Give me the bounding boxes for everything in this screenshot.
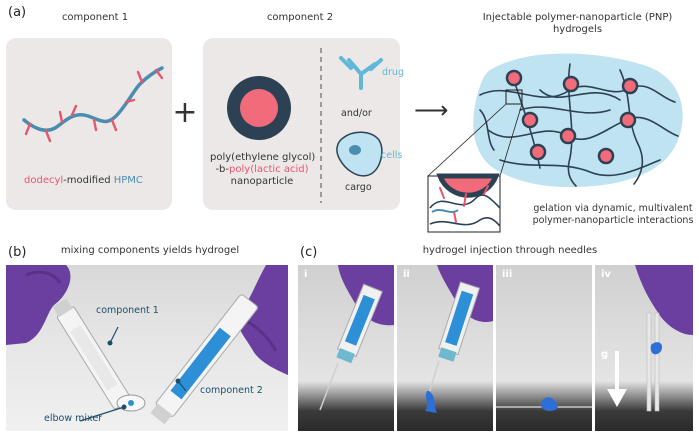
injection-drawing-iv [607, 265, 693, 412]
subpanel-ii-label: ii [403, 269, 410, 280]
component2-photo-label: component 2 [200, 385, 263, 396]
component1-photo-label: component 1 [96, 305, 159, 316]
hpmc-polymer-diagram [22, 66, 164, 143]
component2-title: component 2 [266, 12, 334, 23]
panel-b-title: mixing components yields hydrogel [60, 245, 240, 256]
hydrogel-network-diagram [427, 53, 683, 233]
component1-label: dodecyl-modified HPMC [24, 175, 143, 186]
panel-b-tag: (b) [8, 245, 27, 260]
panel-c-title: hydrogel injection through needles [422, 245, 598, 256]
elbow-mixer-label: elbow mixer [44, 413, 103, 424]
panel-c-tag: (c) [300, 245, 318, 260]
component1-title: component 1 [61, 12, 129, 23]
injection-drawing-iii [496, 397, 592, 411]
injection-drawing-i [319, 265, 394, 411]
mixing-photo: component 1 component 2 elbow mixer [6, 265, 288, 431]
cells-label: cells [381, 150, 403, 161]
injection-photo-i: i [298, 265, 394, 431]
injection-drawing-ii [425, 265, 493, 413]
mixing-photo-drawing [6, 265, 288, 425]
subpanel-i-label: i [304, 269, 308, 280]
nanoparticle-and-cargo-diagram [227, 48, 383, 203]
gravity-label: g [601, 349, 609, 360]
injection-photo-ii: ii [397, 265, 493, 431]
reaction-arrow: ⟶ [414, 96, 449, 124]
injection-photo-iii: iii [496, 265, 592, 431]
cargo-label: cargo [345, 182, 372, 193]
subpanel-iii-label: iii [502, 269, 513, 280]
subpanel-iv-label: iv [601, 269, 611, 280]
component1-box [6, 38, 172, 210]
injection-photo-iv: iv g [595, 265, 693, 431]
andor-label: and/or [341, 108, 372, 119]
hydrogel-title: Injectable polymer-nanoparticle (PNP) hy… [482, 12, 673, 35]
plus-sign: + [172, 95, 198, 130]
panel-a-tag: (a) [8, 5, 27, 20]
drug-label: drug [382, 67, 404, 78]
gelation-caption: gelation via dynamic, multivalent polyme… [532, 203, 694, 226]
nanoparticle-label: poly(ethylene glycol) -b-poly(lactic aci… [210, 152, 316, 187]
